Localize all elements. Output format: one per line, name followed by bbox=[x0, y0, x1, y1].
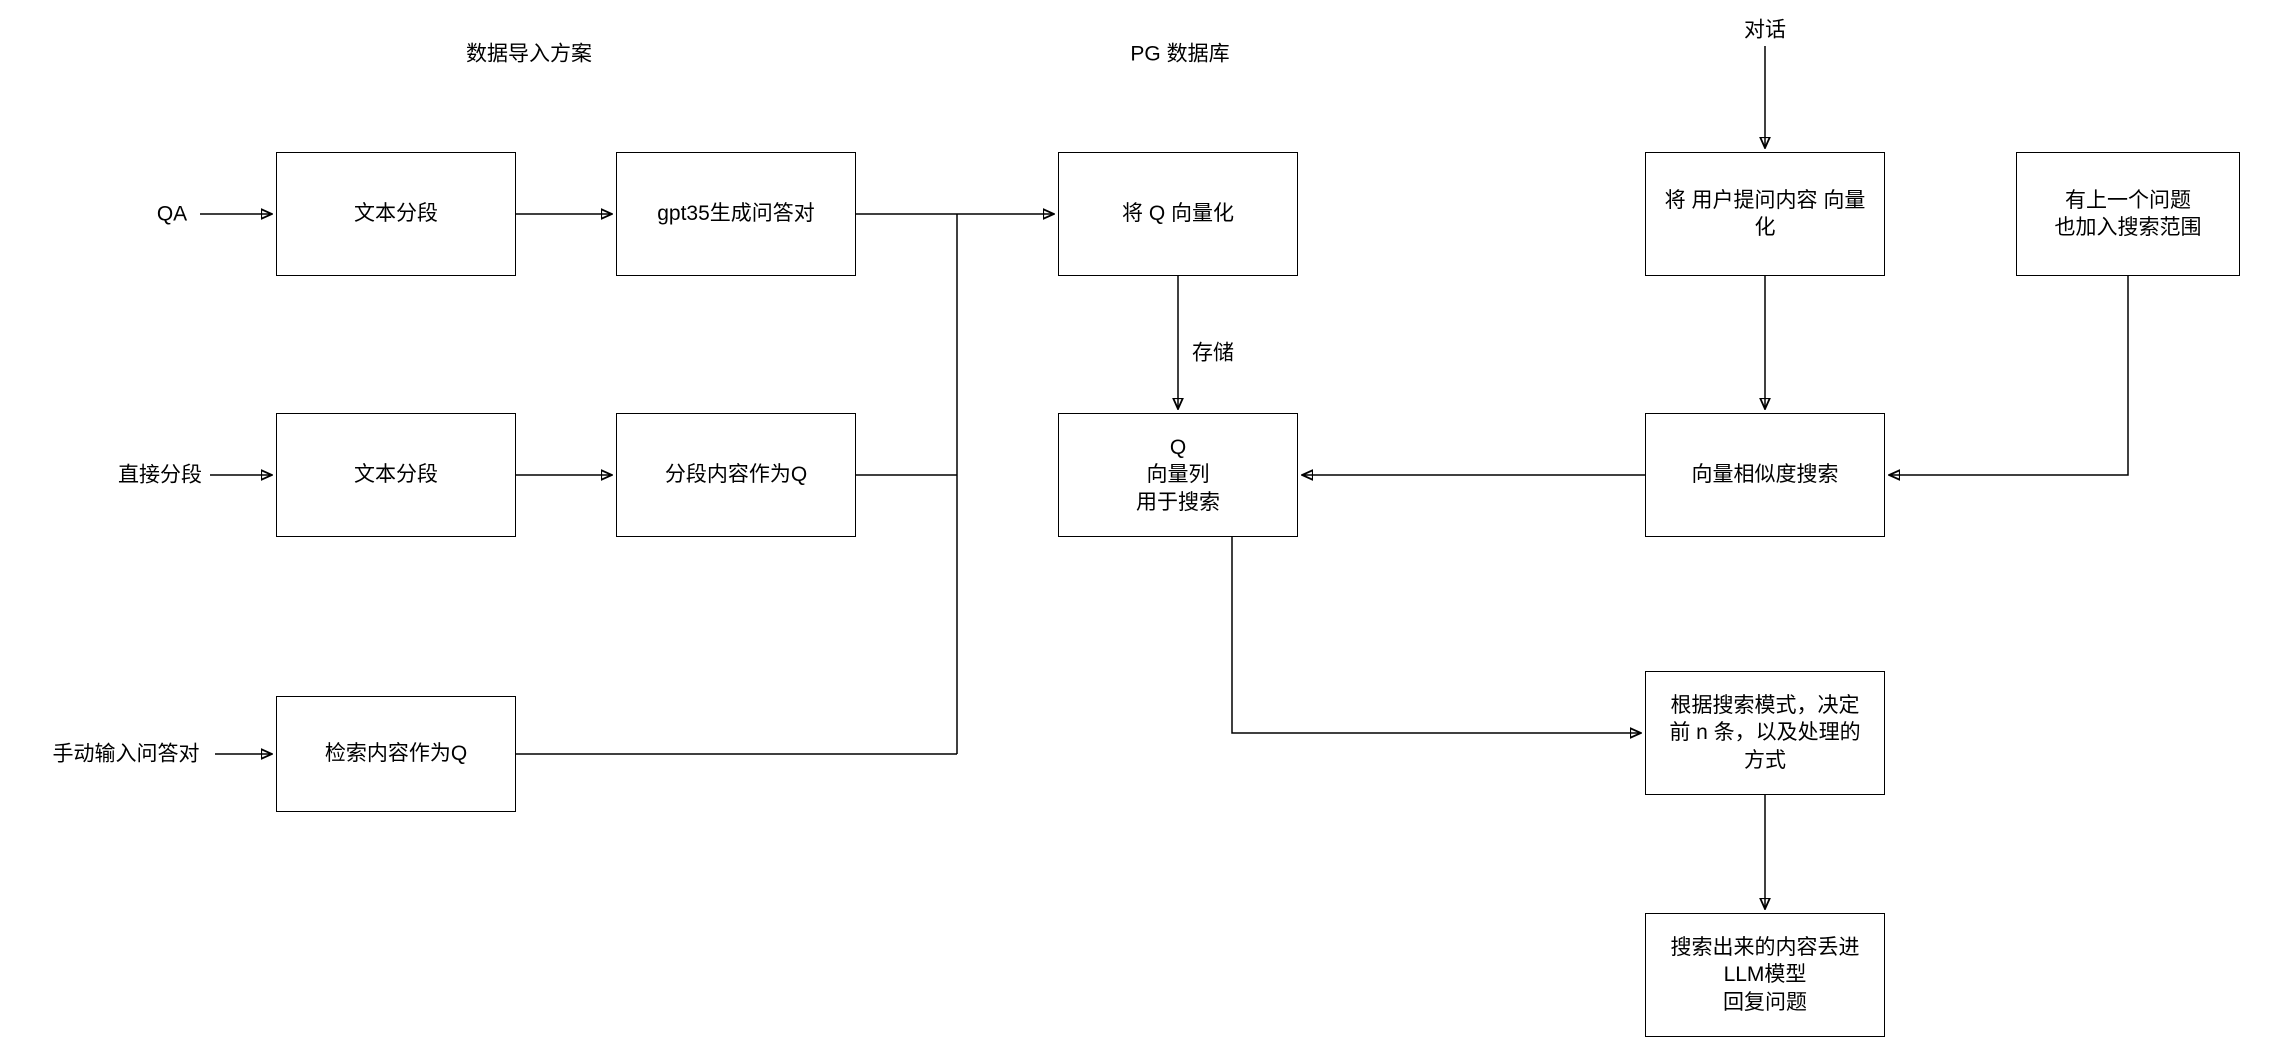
node-segment-as-q: 分段内容作为Q bbox=[616, 413, 856, 537]
source-label-direct-segment: 直接分段 bbox=[118, 463, 202, 487]
node-text-segment-1: 文本分段 bbox=[276, 152, 516, 276]
edge-q-vector-column-to-search-mode bbox=[1231, 537, 1641, 733]
node-vector-similarity-search: 向量相似度搜索 bbox=[1645, 413, 1885, 537]
node-gpt35-qa-pairs: gpt35生成问答对 bbox=[616, 152, 856, 276]
node-text-segment-2: 文本分段 bbox=[276, 413, 516, 537]
section-label-data-import-plan: 数据导入方案 bbox=[466, 42, 592, 66]
section-label-dialog: 对话 bbox=[1744, 18, 1786, 42]
edge-prev-question-to-similarity bbox=[1889, 276, 2129, 475]
node-vectorize-q: 将 Q 向量化 bbox=[1058, 152, 1298, 276]
node-prev-question-scope: 有上一个问题 也加入搜索范围 bbox=[2016, 152, 2240, 276]
node-retrieval-as-q: 检索内容作为Q bbox=[276, 696, 516, 812]
source-label-manual-qa-input: 手动输入问答对 bbox=[52, 742, 200, 766]
node-q-vector-column: Q 向量列 用于搜索 bbox=[1058, 413, 1298, 537]
node-search-mode-decision: 根据搜索模式，决定 前 n 条，以及处理的 方式 bbox=[1645, 671, 1885, 795]
section-label-pg-database: PG 数据库 bbox=[1130, 42, 1230, 66]
edge-label-store: 存储 bbox=[1192, 341, 1234, 365]
node-llm-reply: 搜索出来的内容丢进 LLM模型 回复问题 bbox=[1645, 913, 1885, 1037]
node-vectorize-user-question: 将 用户提问内容 向量 化 bbox=[1645, 152, 1885, 276]
source-label-qa: QA bbox=[156, 202, 188, 226]
